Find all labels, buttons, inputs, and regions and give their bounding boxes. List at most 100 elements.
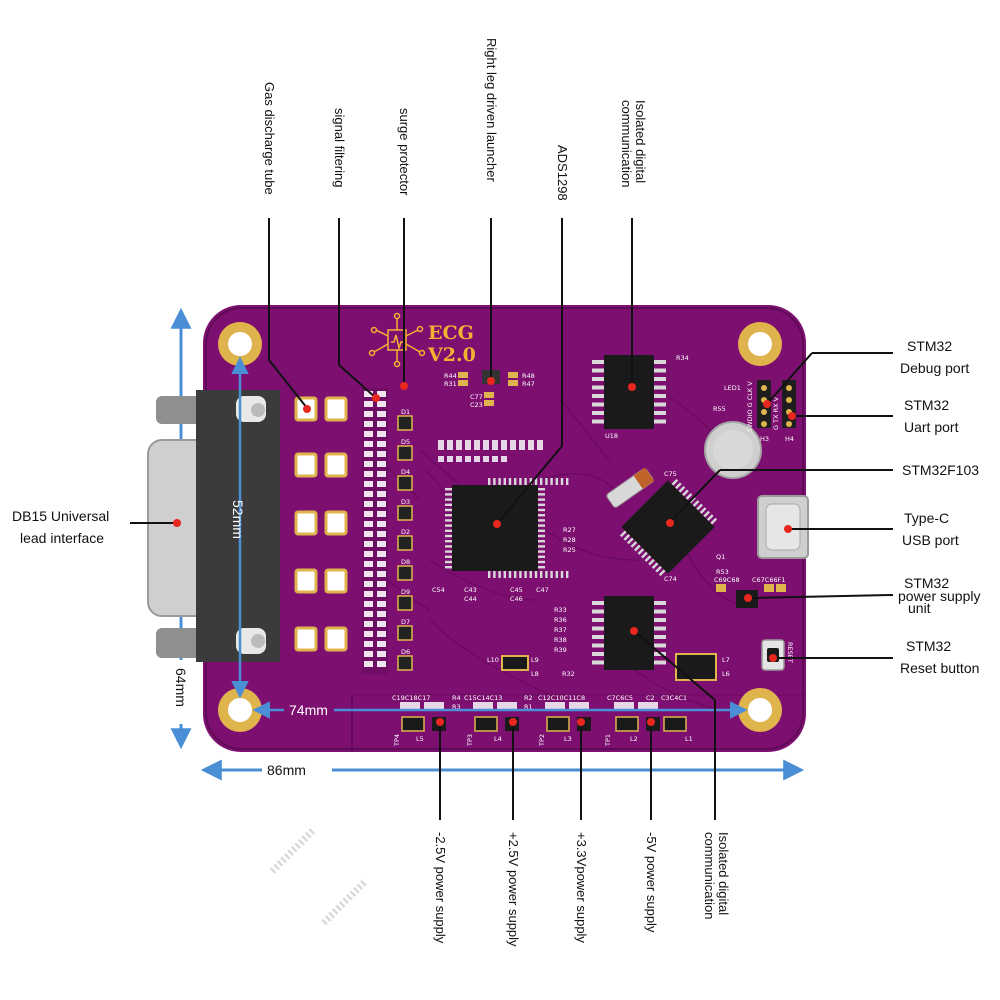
stm32-pin [675, 482, 682, 490]
silk-tp3: TP3 [466, 734, 474, 747]
label-stm32-power-1: STM32 [904, 575, 949, 591]
mounting-hole-bl [218, 688, 262, 732]
passive-cap [519, 440, 525, 450]
mounting-hole-tr [738, 322, 782, 366]
silk-l7: L7 [722, 656, 730, 664]
ads1298-pin [445, 508, 452, 512]
filter-resistor [377, 401, 386, 407]
u18-pin [654, 419, 666, 424]
label-type-c-1: Type-C [904, 510, 949, 526]
ads1298-pin [545, 478, 548, 485]
filter-resistor [377, 461, 386, 467]
silk-d7: D7 [401, 618, 410, 626]
filter-resistor [377, 591, 386, 597]
mounting-hole-br [738, 688, 782, 732]
surge-diode [397, 415, 413, 431]
ads1298-pin [529, 571, 532, 578]
filter-resistor [364, 631, 373, 637]
ads1298-pin [519, 478, 522, 485]
stm32-pin [651, 562, 659, 570]
ads1298-pin [538, 524, 545, 527]
silk-r37: R37 [554, 626, 567, 634]
passive-cap [438, 456, 444, 462]
stm32-pin [308, 828, 316, 835]
silk-l8: L8 [531, 670, 539, 678]
filter-resistor [364, 621, 373, 627]
power-inductor [474, 716, 498, 732]
ads1298-pin [445, 566, 452, 569]
stm32-pin [269, 867, 277, 874]
u18-pin [592, 419, 604, 424]
filter-resistor [364, 581, 373, 587]
filter-resistor [364, 531, 373, 537]
label-db15-2: lead interface [20, 530, 104, 546]
passive-cap [501, 456, 507, 462]
filter-resistor [377, 611, 386, 617]
silk-c67c66f1: C67C66F1 [752, 576, 786, 584]
stm32-pin [710, 517, 718, 525]
silk-h3-pins: SWDIO G CLK V [746, 381, 754, 432]
passive-cap [501, 440, 507, 450]
width-dimension: 86mm [200, 759, 805, 781]
silk-tp2: TP2 [538, 734, 546, 747]
isolator-bottom [592, 596, 666, 670]
width-label: 86mm [267, 762, 306, 778]
filter-resistor [364, 541, 373, 547]
stm32-pin [304, 831, 312, 839]
ads1298-pin [538, 550, 545, 553]
board-version: V2.0 [427, 344, 476, 366]
label-isolated-bottom-1: Isolated digital [716, 832, 731, 915]
isolator-pin [654, 643, 666, 648]
label-stm32-debug-1: STM32 [907, 338, 952, 354]
ads1298-pin [538, 555, 545, 558]
ads1298-pin [560, 571, 564, 578]
filter-resistor [364, 601, 373, 607]
ads1298-pin [514, 571, 517, 578]
isolator-pin [592, 609, 604, 614]
filter-resistor [377, 561, 386, 567]
silk-r28: R28 [563, 536, 576, 544]
power-inductor [663, 716, 687, 732]
ads1298-pin [508, 571, 512, 578]
silk-l3: L3 [564, 735, 572, 743]
silk-r4: R4 [452, 694, 461, 702]
silk-h4-pins: G TX RX V [772, 396, 780, 430]
power-inductor [401, 716, 425, 732]
uart-header-h4 [782, 380, 796, 428]
silk-r53: R53 [716, 568, 729, 576]
stm32-pin [706, 514, 714, 521]
isolator-pin [654, 626, 666, 631]
isolator-pin [654, 601, 666, 605]
stm32-pin [648, 558, 655, 566]
surge-diode [397, 535, 413, 551]
stm32-pin [682, 489, 689, 497]
stm32-pin [671, 478, 679, 486]
isolator-pin [654, 635, 666, 639]
surge-diodes: D1 D5 D4 D3 D2 D8 D9 D7 D6 [397, 408, 413, 671]
filter-resistor [377, 581, 386, 587]
stm32-pin [630, 541, 638, 548]
label-neg-5v: -5V power supply [644, 832, 659, 933]
stm32-pin [287, 849, 294, 857]
ads1298-pin [514, 478, 517, 485]
stm32-pin [290, 845, 298, 853]
power-inductor [546, 716, 570, 732]
filter-resistor [364, 521, 373, 527]
label-db15-1: DB15 Universal [12, 508, 109, 524]
filter-resistor [377, 441, 386, 447]
silk-c54: C54 [432, 586, 445, 594]
label-pos-2-5v: +2.5V power supply [506, 832, 521, 947]
ads1298-pin [538, 529, 545, 532]
stm32-pin [331, 908, 339, 915]
ads1298-pin [538, 508, 545, 512]
label-isolated-top-2: communication [619, 100, 634, 187]
stm32-pin [658, 569, 666, 577]
filter-resistor [377, 421, 386, 427]
silk-c7c6c5: C7C6C5 [607, 694, 633, 702]
label-ads1298: ADS1298 [555, 145, 570, 201]
stm32-pin [338, 901, 346, 908]
passive-cap [465, 456, 471, 462]
filter-resistor [377, 531, 386, 537]
passive-cap [528, 440, 534, 450]
